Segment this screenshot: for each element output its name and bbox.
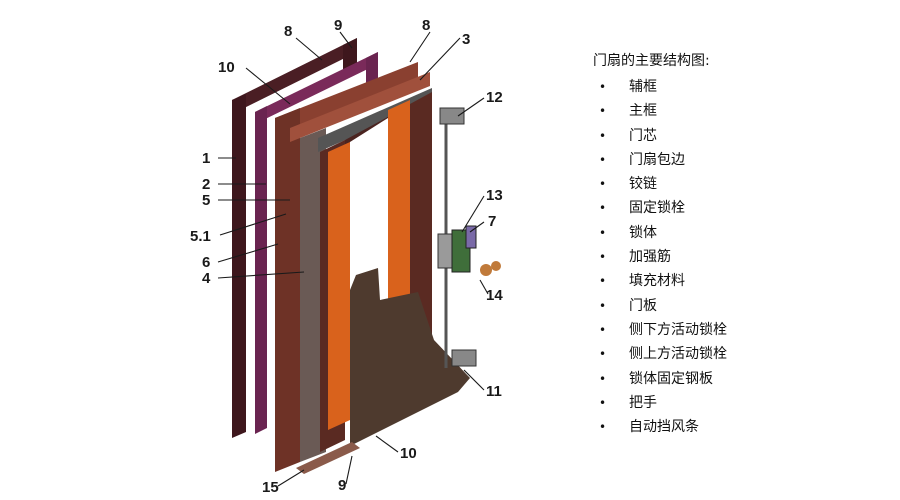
door-plate [350, 268, 470, 446]
callout-label: 8 [422, 17, 430, 34]
legend-item: • 锁体固定钢板 [593, 367, 893, 391]
legend-item-label: 锁体 [629, 224, 657, 241]
leader-lines [217, 31, 489, 487]
callout-label: 2 [202, 176, 210, 193]
legend-item: • 铰链 [593, 172, 893, 196]
callout-label: 9 [334, 17, 342, 34]
bullet-icon: • [599, 128, 607, 143]
legend-item-label: 把手 [629, 394, 657, 411]
bullet-icon: • [599, 80, 607, 94]
legend-item: • 锁体 [593, 221, 893, 245]
bullet-icon: • [599, 250, 607, 265]
legend-item: • 自动挡风条 [593, 415, 893, 439]
legend-item: • 填充材料 [593, 269, 893, 293]
callout-label: 13 [486, 187, 503, 204]
callout-label: 1 [202, 150, 210, 167]
legend-item: • 把手 [593, 391, 893, 415]
bullet-icon: • [599, 298, 607, 313]
legend-item-label: 侧上方活动锁栓 [629, 346, 727, 363]
bullet-icon: • [599, 371, 607, 386]
legend-item-label: 门芯 [629, 127, 657, 144]
bullet-icon: • [599, 322, 607, 337]
bullet-icon: • [599, 347, 607, 362]
legend-list: • 辅框 • 主框 • 门芯 • 门扇包边 • 铰链 • 固定锁栓 • 锁体 • 加强筋 • 填充… [593, 75, 893, 439]
panel-layers [275, 62, 432, 472]
callout-labels: 10 8 9 8 3 12 1 2 5 5.1 6 4 13 7 14 11 1… [190, 17, 503, 496]
callout-label: 9 [338, 477, 346, 494]
callout-label: 10 [400, 445, 417, 462]
callout-label: 10 [218, 59, 235, 76]
legend-title: 门扇的主要结构图: [593, 53, 710, 69]
legend-item-label: 侧下方活动锁栓 [629, 321, 727, 338]
legend-item: • 主框 [593, 99, 893, 123]
legend-item: • 门芯 [593, 124, 893, 148]
weather-strip [296, 442, 360, 474]
callout-label: 14 [486, 287, 503, 304]
bullet-icon: • [599, 225, 607, 240]
callout-label: 3 [462, 31, 470, 48]
bullet-icon: • [599, 152, 607, 167]
legend-item: • 门板 [593, 294, 893, 318]
legend-item: • 加强筋 [593, 245, 893, 269]
bullet-icon: • [599, 395, 607, 410]
lock-hardware [437, 107, 501, 368]
legend-item-label: 辅框 [629, 79, 657, 95]
callout-label: 6 [202, 254, 210, 271]
bullet-icon: • [599, 104, 607, 119]
callout-label: 12 [486, 89, 503, 106]
legend-item-label: 固定锁栓 [629, 200, 685, 217]
auxiliary-frame [232, 38, 357, 438]
legend-item-label: 锁体固定钢板 [629, 370, 713, 387]
bullet-icon: • [599, 177, 607, 192]
bullet-icon: • [599, 201, 607, 216]
callout-label: 4 [202, 270, 211, 287]
legend-item-label: 门扇包边 [629, 151, 685, 168]
legend-item-label: 加强筋 [629, 249, 671, 266]
legend: 门扇的主要结构图: • 辅框 • 主框 • 门芯 • 门扇包边 • 铰链 • 固定锁栓 • 锁… [593, 50, 893, 439]
legend-item-label: 填充材料 [629, 273, 685, 290]
callout-label: 5.1 [190, 228, 211, 245]
bullet-icon: • [599, 420, 607, 435]
legend-item-label: 主框 [629, 103, 657, 120]
legend-item-label: 门板 [629, 297, 657, 314]
door-core [328, 100, 410, 430]
callout-label: 15 [262, 479, 279, 496]
callout-label: 8 [284, 23, 292, 40]
callout-label: 11 [486, 383, 502, 400]
legend-item: • 侧上方活动锁栓 [593, 342, 893, 366]
legend-item: • 固定锁栓 [593, 196, 893, 220]
callout-label: 7 [488, 213, 496, 230]
legend-item: • 侧下方活动锁栓 [593, 318, 893, 342]
legend-item-label: 铰链 [629, 176, 657, 193]
legend-item-label: 自动挡风条 [629, 419, 699, 436]
callout-label: 5 [202, 192, 210, 209]
legend-item: • 门扇包边 [593, 148, 893, 172]
legend-item: • 辅框 [593, 75, 893, 99]
bullet-icon: • [599, 274, 607, 289]
